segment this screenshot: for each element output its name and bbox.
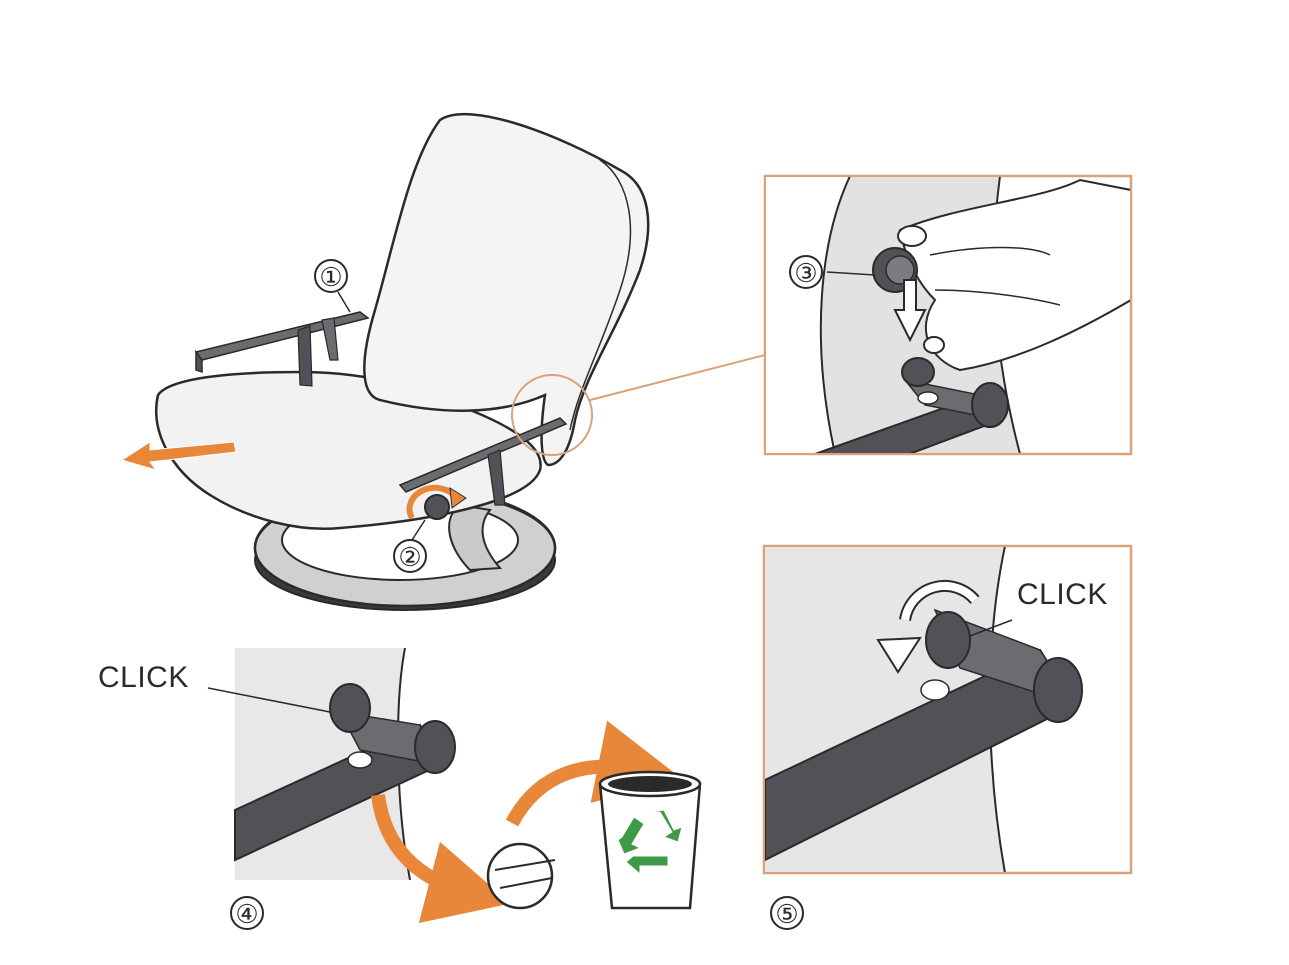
direction-arrow-icon xyxy=(120,441,237,471)
step-4-illustration: CLICK ④ xyxy=(98,647,702,930)
step-3-number: ③ xyxy=(794,258,817,288)
hand-icon xyxy=(897,178,1130,372)
left-armrest-bar xyxy=(194,311,370,387)
rotation-knob xyxy=(406,484,467,520)
recycle-symbol-icon xyxy=(617,809,683,876)
rotate-arrow-icon xyxy=(449,487,467,509)
step-5-detail-panel: CLICK ⑤ xyxy=(762,544,1133,930)
step-2-marker: ② xyxy=(393,539,427,573)
recliner-chair xyxy=(120,112,766,611)
recycle-bin-icon xyxy=(598,770,702,910)
detail-connector-line xyxy=(589,354,766,401)
cap-piece-icon xyxy=(486,842,556,910)
step-4-number: ④ xyxy=(235,899,258,929)
step-4-click-label: CLICK xyxy=(98,661,189,694)
detail-highlight-circle xyxy=(511,374,593,456)
step-1-number: ① xyxy=(319,262,342,292)
right-armrest-bar xyxy=(398,417,568,506)
backrest xyxy=(363,112,650,467)
step-3-detail-panel: ③ xyxy=(763,174,1133,456)
step-1-marker: ① xyxy=(314,259,348,293)
step-5-click-label: CLICK xyxy=(1017,578,1108,611)
step-2-number: ② xyxy=(398,542,421,572)
rotate-arrow-icon xyxy=(876,636,922,674)
step-5-number: ⑤ xyxy=(775,899,798,929)
